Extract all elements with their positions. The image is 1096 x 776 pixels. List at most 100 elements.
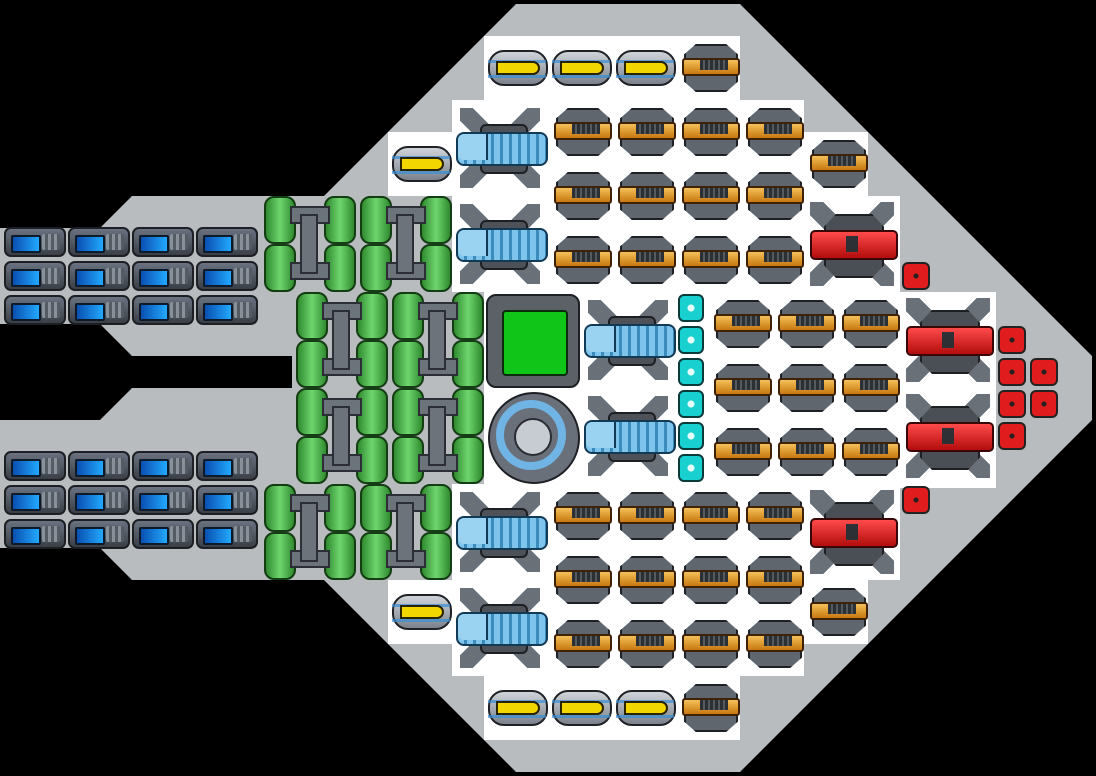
laser-emplacement-icon[interactable] [582,294,676,386]
red-cannon-icon[interactable] [806,198,898,290]
armor-node-icon[interactable] [678,390,704,418]
autocannon-icon[interactable] [712,422,772,478]
armor-node-icon[interactable] [998,390,1026,418]
thruster-icon[interactable] [68,519,130,549]
thruster-icon[interactable] [132,519,194,549]
autocannon-icon[interactable] [552,102,612,158]
autocannon-icon[interactable] [552,486,612,542]
autocannon-icon[interactable] [744,230,804,286]
thruster-icon[interactable] [68,485,130,515]
thruster-icon[interactable] [132,485,194,515]
missile-launcher-icon[interactable] [486,44,548,88]
autocannon-icon[interactable] [680,550,740,606]
thruster-icon[interactable] [196,519,258,549]
armor-node-icon[interactable] [1030,390,1058,418]
fuel-tank-icon[interactable] [262,196,356,292]
autocannon-icon[interactable] [680,614,740,670]
armor-node-icon[interactable] [998,326,1026,354]
autocannon-icon[interactable] [776,422,836,478]
thruster-icon[interactable] [196,485,258,515]
fuel-tank-icon[interactable] [262,484,356,580]
laser-emplacement-icon[interactable] [454,486,548,578]
thruster-icon[interactable] [4,485,66,515]
autocannon-icon[interactable] [616,614,676,670]
armor-node-icon[interactable] [678,294,704,322]
autocannon-icon[interactable] [712,358,772,414]
autocannon-icon[interactable] [744,550,804,606]
thruster-icon[interactable] [132,295,194,325]
thruster-icon[interactable] [196,227,258,257]
armor-node-icon[interactable] [902,486,930,514]
armor-node-icon[interactable] [902,262,930,290]
armor-node-icon[interactable] [998,358,1026,386]
missile-launcher-icon[interactable] [614,684,676,728]
thruster-icon[interactable] [4,451,66,481]
autocannon-icon[interactable] [616,230,676,286]
reactor-icon[interactable] [486,294,580,388]
thruster-icon[interactable] [132,451,194,481]
autocannon-icon[interactable] [616,550,676,606]
thruster-icon[interactable] [196,261,258,291]
autocannon-icon[interactable] [680,230,740,286]
thruster-icon[interactable] [196,295,258,325]
autocannon-icon[interactable] [744,486,804,542]
thruster-icon[interactable] [68,295,130,325]
armor-node-icon[interactable] [678,422,704,450]
thruster-icon[interactable] [4,261,66,291]
laser-emplacement-icon[interactable] [454,102,548,194]
laser-emplacement-icon[interactable] [454,198,548,290]
thruster-icon[interactable] [132,261,194,291]
armor-node-icon[interactable] [998,422,1026,450]
autocannon-icon[interactable] [680,38,740,94]
missile-launcher-icon[interactable] [614,44,676,88]
thruster-icon[interactable] [4,295,66,325]
autocannon-icon[interactable] [776,294,836,350]
armor-node-icon[interactable] [678,326,704,354]
red-cannon-icon[interactable] [806,486,898,578]
thruster-icon[interactable] [4,519,66,549]
autocannon-icon[interactable] [744,166,804,222]
autocannon-icon[interactable] [680,166,740,222]
fuel-tank-icon[interactable] [294,292,388,388]
autocannon-icon[interactable] [744,614,804,670]
fuel-tank-icon[interactable] [294,388,388,484]
red-cannon-icon[interactable] [902,294,994,386]
autocannon-icon[interactable] [744,102,804,158]
autocannon-icon[interactable] [808,134,868,190]
fuel-tank-icon[interactable] [358,484,452,580]
autocannon-icon[interactable] [712,294,772,350]
thruster-icon[interactable] [68,261,130,291]
armor-node-icon[interactable] [1030,358,1058,386]
autocannon-icon[interactable] [552,550,612,606]
autocannon-icon[interactable] [552,166,612,222]
autocannon-icon[interactable] [680,678,740,734]
autocannon-icon[interactable] [616,166,676,222]
cockpit-icon[interactable] [486,390,580,484]
red-cannon-icon[interactable] [902,390,994,482]
fuel-tank-icon[interactable] [390,388,484,484]
autocannon-icon[interactable] [680,102,740,158]
thruster-icon[interactable] [132,227,194,257]
autocannon-icon[interactable] [616,486,676,542]
missile-launcher-icon[interactable] [550,684,612,728]
fuel-tank-icon[interactable] [390,292,484,388]
thruster-icon[interactable] [68,451,130,481]
laser-emplacement-icon[interactable] [582,390,676,482]
armor-node-icon[interactable] [678,454,704,482]
armor-node-icon[interactable] [678,358,704,386]
thruster-icon[interactable] [4,227,66,257]
autocannon-icon[interactable] [680,486,740,542]
autocannon-icon[interactable] [552,230,612,286]
autocannon-icon[interactable] [776,358,836,414]
missile-launcher-icon[interactable] [550,44,612,88]
laser-emplacement-icon[interactable] [454,582,548,674]
missile-launcher-icon[interactable] [390,140,452,184]
autocannon-icon[interactable] [808,582,868,638]
thruster-icon[interactable] [196,451,258,481]
missile-launcher-icon[interactable] [390,588,452,632]
autocannon-icon[interactable] [616,102,676,158]
autocannon-icon[interactable] [840,358,900,414]
thruster-icon[interactable] [68,227,130,257]
autocannon-icon[interactable] [552,614,612,670]
autocannon-icon[interactable] [840,294,900,350]
